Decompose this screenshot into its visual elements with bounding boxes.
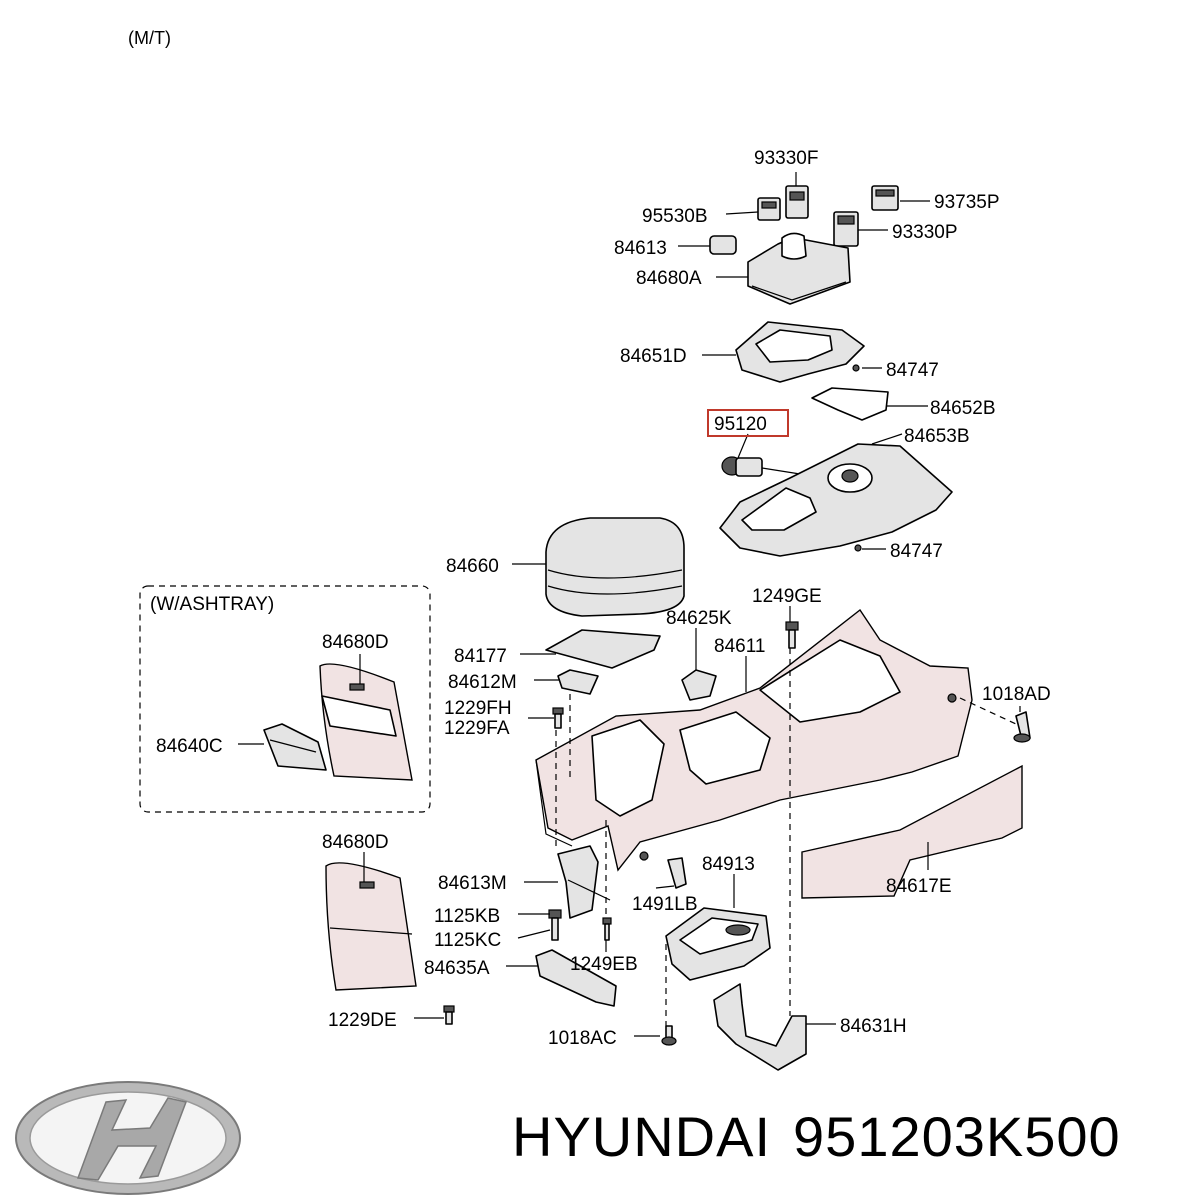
power-outlet-95120 [721,456,801,477]
ashtray-group-frame [139,585,431,813]
label-84913: 84913 [702,854,755,875]
bracket-84631H [713,983,807,1071]
label-84625K: 84625K [666,608,732,629]
clip-1491LB [667,857,687,889]
brand-part-number: HYUNDAI 951203K500 [512,1104,1143,1169]
label-84631H: 84631H [840,1016,907,1037]
label-95530B: 95530B [642,206,708,227]
switch-93330P [833,211,859,247]
label-84617E: 84617E [886,876,952,897]
label-84653B: 84653B [904,426,970,447]
hyundai-logo [15,1081,241,1195]
pad-84652B [811,387,889,421]
label-1229DE: 1229DE [328,1010,397,1031]
bolt-1249GE [785,621,799,649]
label-93735P: 93735P [934,192,1000,213]
label-1249EB: 1249EB [570,954,638,975]
label-1229FH: 1229FH [444,698,512,719]
bracket-84635A [535,949,617,1007]
brand-name: HYUNDAI [512,1105,772,1168]
label-93330P: 93330P [892,222,958,243]
label-84635A: 84635A [424,958,490,979]
upper-panel-84653B [719,443,953,557]
label-84613M: 84613M [438,873,507,894]
ashtray-84640C [263,723,327,771]
bracket-84613M [548,845,612,941]
side-panel-84617E [801,764,1023,899]
ashtray-group-title: (W/ASHTRAY) [150,594,274,615]
armrest-84660 [545,517,685,617]
label-84747-upper: 84747 [886,360,939,381]
label-84640C: 84640C [156,736,223,757]
label-1229FA: 1229FA [444,718,510,739]
bracket-84612M [557,669,599,695]
side-cover-84680D-b [325,862,417,991]
part-number: 951203K500 [793,1105,1121,1168]
label-84651D: 84651D [620,346,687,367]
switch-93735P [871,185,899,211]
label-84747-lower: 84747 [890,541,943,562]
screw-1229DE [443,1005,455,1025]
cover-84625K [681,669,717,701]
label-1125KB: 1125KB [434,906,500,927]
screw-1018AC [661,1025,677,1046]
console-body [535,608,973,872]
label-84680D: 84680D [322,832,389,853]
label-84660: 84660 [446,556,499,577]
switch-95530B [757,197,781,221]
leader-lines [238,172,1021,1037]
label-1018AD: 1018AD [982,684,1051,705]
label-1125KC: 1125KC [434,930,501,951]
assembly-paths [555,648,791,1026]
shift-boot-84680A [747,232,851,305]
side-cover-84680D-a [319,663,413,781]
label-93330F: 93330F [754,148,818,169]
label-84177: 84177 [454,646,507,667]
label-84680D-ashtray: 84680D [322,632,389,653]
label-84680A: 84680A [636,268,702,289]
screw-1018AD [1013,711,1031,743]
screw-1229FH [552,707,564,729]
label-1018AC: 1018AC [548,1028,617,1049]
switch-93330F [785,185,809,219]
highlight-box-95120 [707,409,789,437]
storage-box-84913 [665,907,771,981]
mat-84177 [545,629,661,669]
variant-label: (M/T) [128,28,171,48]
label-1491LB: 1491LB [632,894,698,915]
label-84652B: 84652B [930,398,996,419]
label-95120[interactable]: 95120 [714,414,767,435]
label-84612M: 84612M [448,672,517,693]
label-84613: 84613 [614,238,667,259]
shifter-bezel-84651D [735,321,865,383]
label-84611: 84611 [714,636,765,657]
cover-84613 [709,235,737,255]
label-1249GE: 1249GE [752,586,822,607]
